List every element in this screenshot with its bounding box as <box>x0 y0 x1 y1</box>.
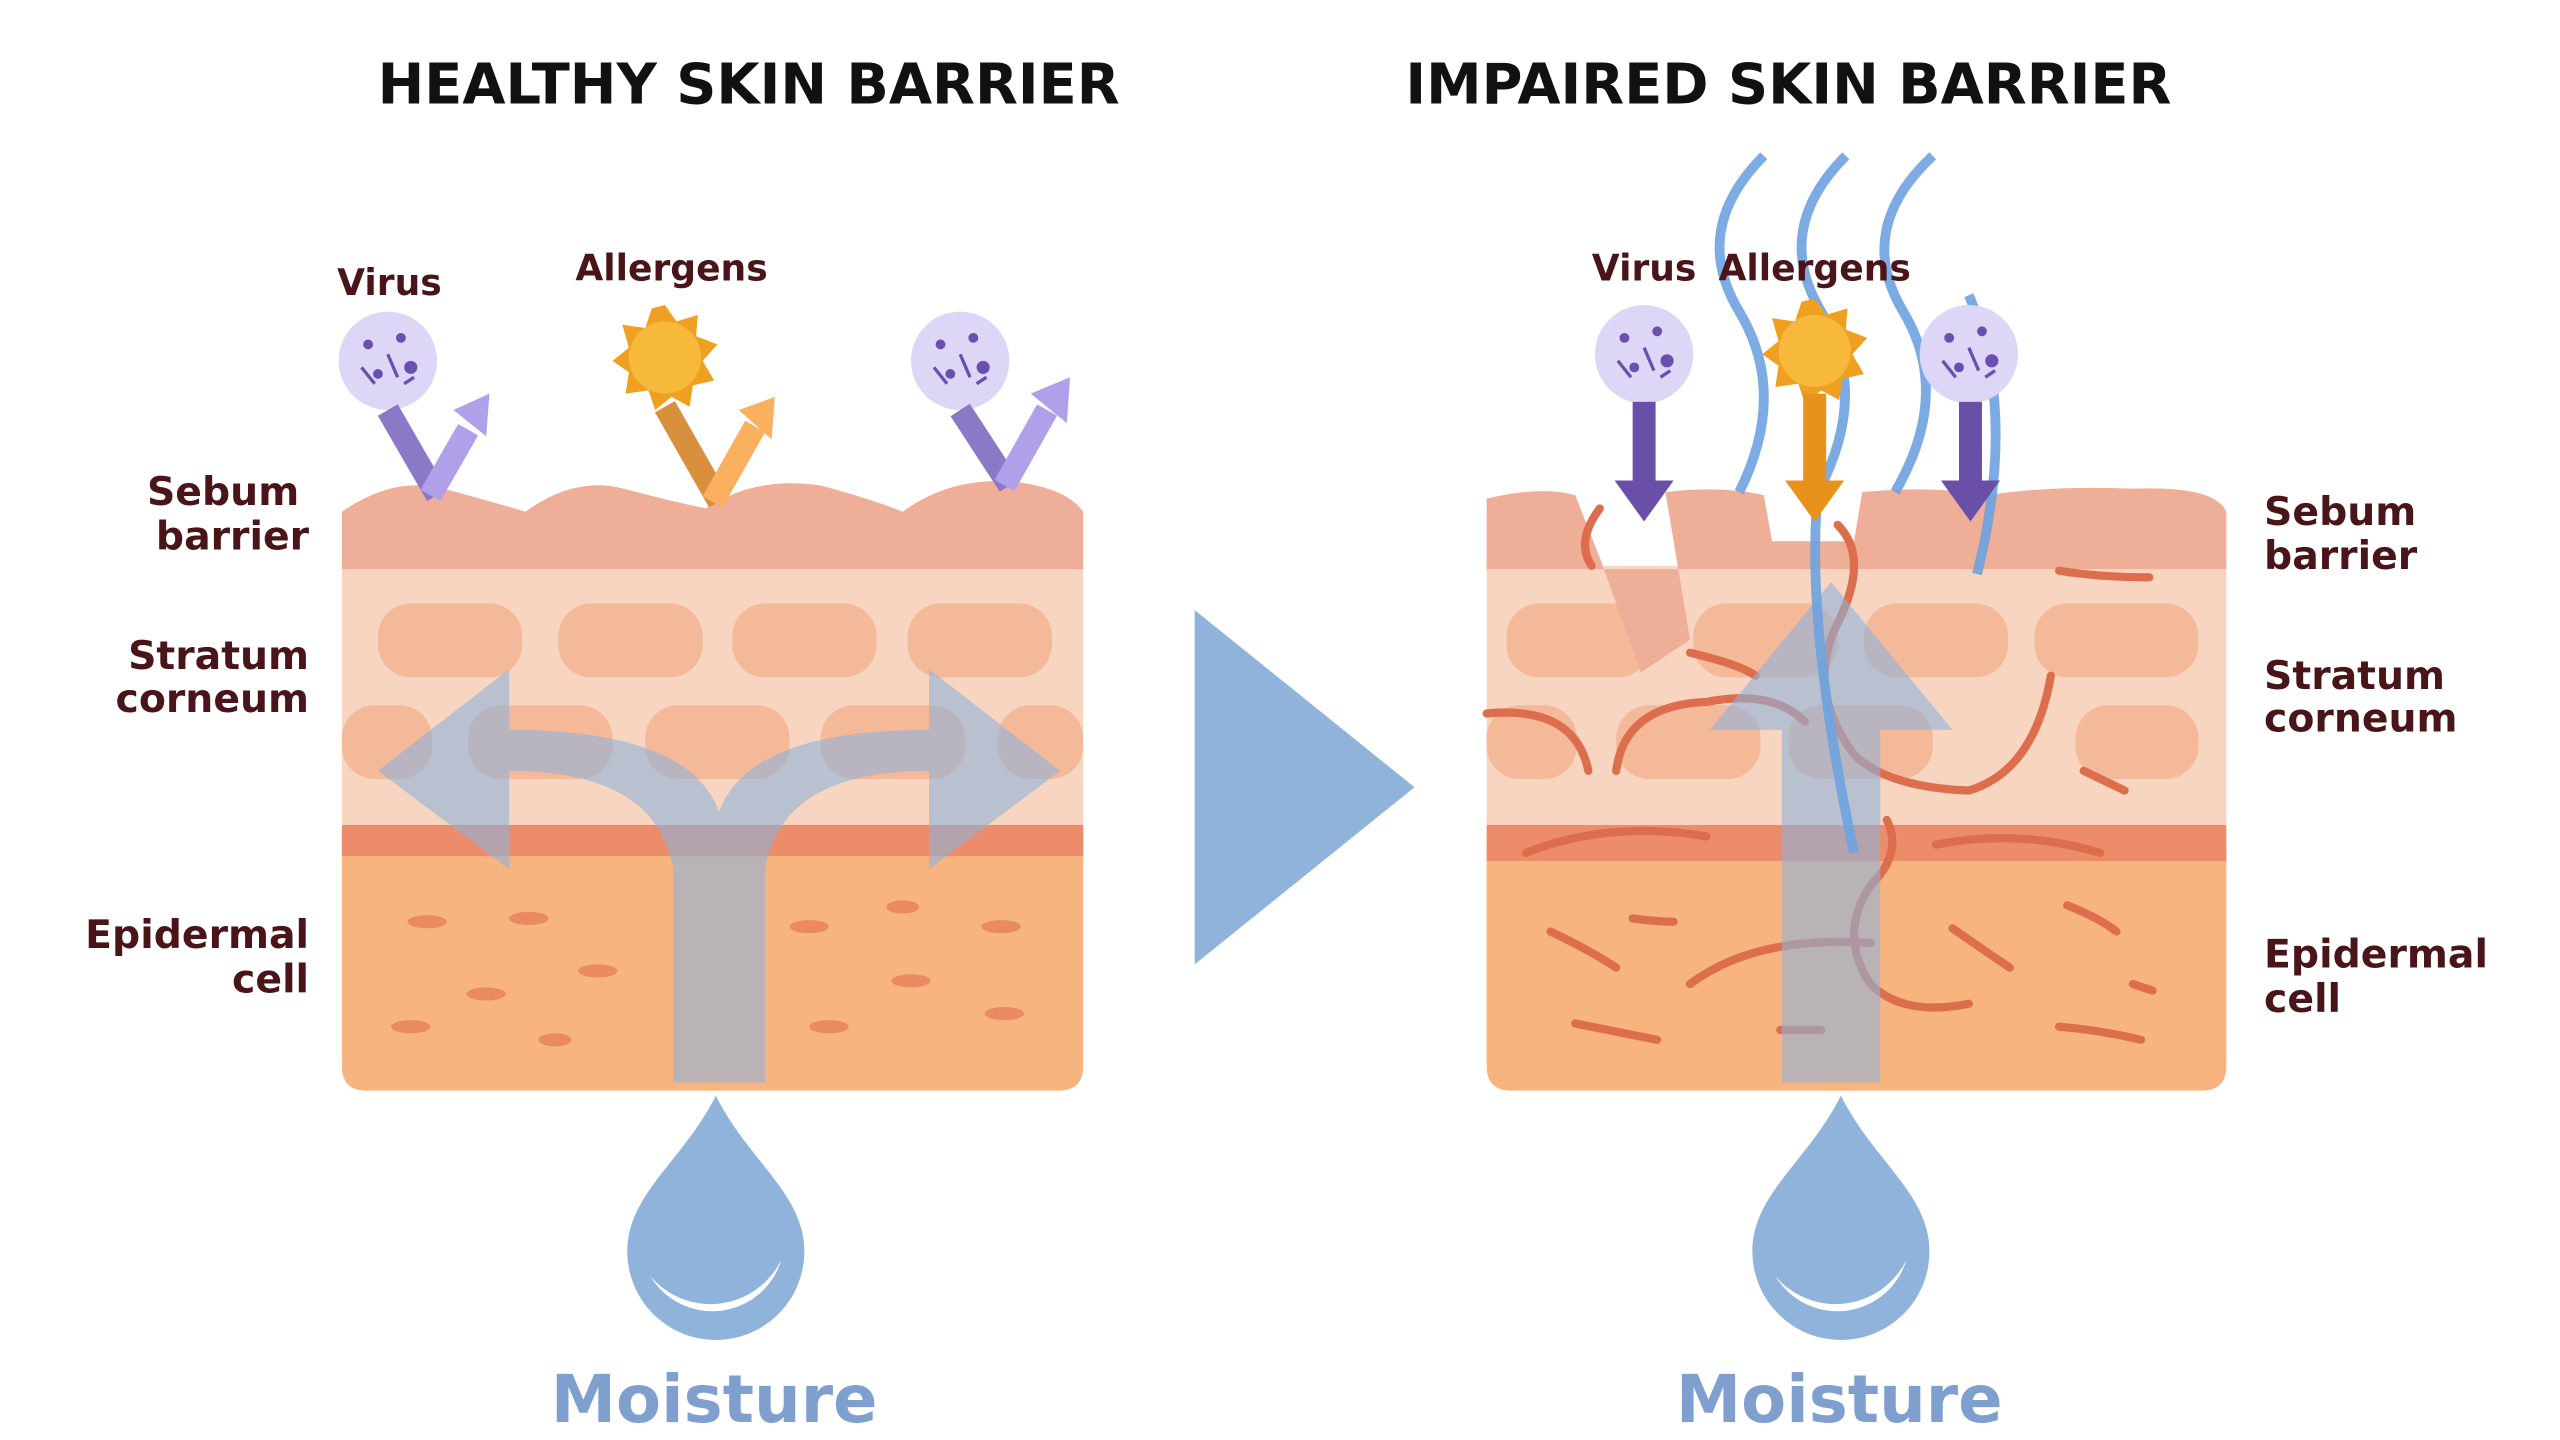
stratum-label: Stratum <box>2264 653 2445 699</box>
allergen-icon <box>612 305 718 411</box>
water-drop-icon <box>1752 1096 1929 1340</box>
moisture-retained-arrows <box>377 669 1061 1083</box>
virus-icon <box>1593 303 1695 406</box>
allergens-label: Allergens <box>1718 247 1910 289</box>
moisture-label: Moisture <box>1676 1362 2003 1438</box>
virus-icon <box>1917 303 2020 406</box>
virus-label: Virus <box>1592 247 1697 289</box>
epidermal-label: Epidermal <box>85 912 309 958</box>
sebum-label: Sebum <box>147 469 299 515</box>
stratum-label: corneum <box>2264 695 2458 741</box>
stratum-label: corneum <box>116 676 310 722</box>
healthy-title: HEALTHY SKIN BARRIER <box>378 52 1120 117</box>
sebum-layer <box>1486 487 2227 673</box>
epidermal-label: cell <box>2264 976 2341 1022</box>
epidermal-label: Epidermal <box>2264 932 2488 978</box>
transition-arrow-icon <box>1194 610 1415 965</box>
virus-label: Virus <box>337 262 442 304</box>
virus-icon <box>909 309 1012 412</box>
moisture-label: Moisture <box>551 1362 878 1438</box>
sebum-label: barrier <box>2264 533 2418 579</box>
allergen-icon <box>1762 298 1868 404</box>
healthy-panel: HEALTHY SKIN BARRIER Virus <box>85 52 1119 1438</box>
impaired-panel: IMPAIRED SKIN BARRIER <box>1405 52 2488 1438</box>
moisture-escape-arrow <box>1709 582 1953 1083</box>
deflect-arrow-icon <box>377 377 1071 508</box>
penetrate-arrow-icon <box>1614 393 2000 522</box>
sebum-label: Sebum <box>2264 489 2416 535</box>
virus-icon <box>336 309 439 412</box>
sebum-layer <box>341 481 1084 570</box>
impaired-title: IMPAIRED SKIN BARRIER <box>1405 52 2171 117</box>
epidermal-label: cell <box>232 956 309 1002</box>
water-drop-icon <box>627 1096 804 1340</box>
stratum-label: Stratum <box>128 633 309 679</box>
sebum-label: barrier <box>156 513 310 559</box>
allergens-label: Allergens <box>575 247 767 289</box>
